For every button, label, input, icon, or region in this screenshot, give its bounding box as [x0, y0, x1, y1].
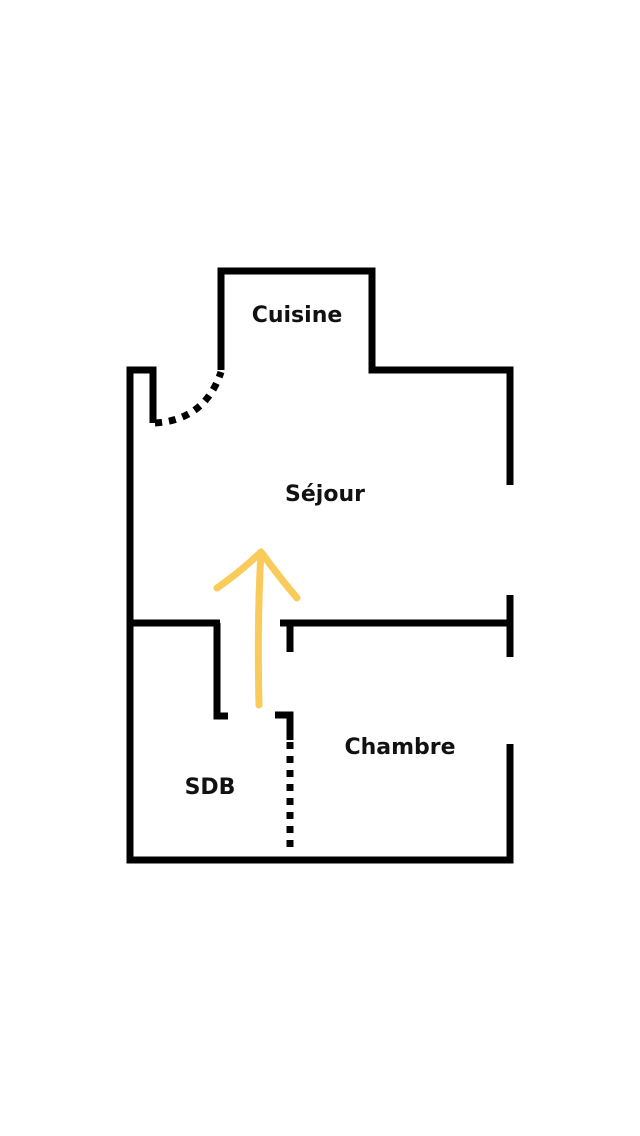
wall-divider-left: [130, 619, 228, 720]
room-label-living: Séjour: [285, 482, 365, 507]
room-label-kitchen: Cuisine: [252, 303, 343, 328]
wall-top-left-stub: [126, 366, 514, 864]
room-label-bathroom: SDB: [185, 775, 236, 800]
room-label-bedroom: Chambre: [344, 735, 455, 760]
wall-divider-right: [280, 619, 510, 652]
wall-bathroom-door-jamb: [275, 711, 294, 740]
direction-arrow-icon: [213, 548, 301, 709]
wall-kitchen: [217, 267, 514, 485]
entrance-door-swing: [154, 370, 225, 427]
